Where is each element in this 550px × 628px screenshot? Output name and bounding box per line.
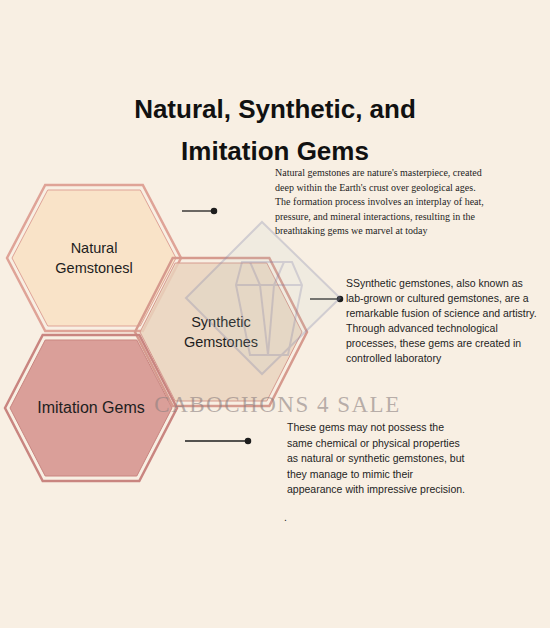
description-text: Natural gemstones are nature's masterpie… <box>275 166 487 239</box>
description-text: These gems may not possess the same chem… <box>287 420 467 498</box>
node-label: Natural Gemstonesl <box>35 234 153 282</box>
hexagon-node: Imitation Gems <box>3 333 179 483</box>
trailing-mark: . <box>284 510 287 525</box>
description-text: SSynthetic gemstones, also known as lab-… <box>346 276 540 366</box>
node-label: Synthetic Gemstones <box>163 308 280 356</box>
node-label: Imitation Gems <box>33 393 149 423</box>
diagram-title: Natural, Synthetic, and Imitation Gems <box>90 88 460 172</box>
